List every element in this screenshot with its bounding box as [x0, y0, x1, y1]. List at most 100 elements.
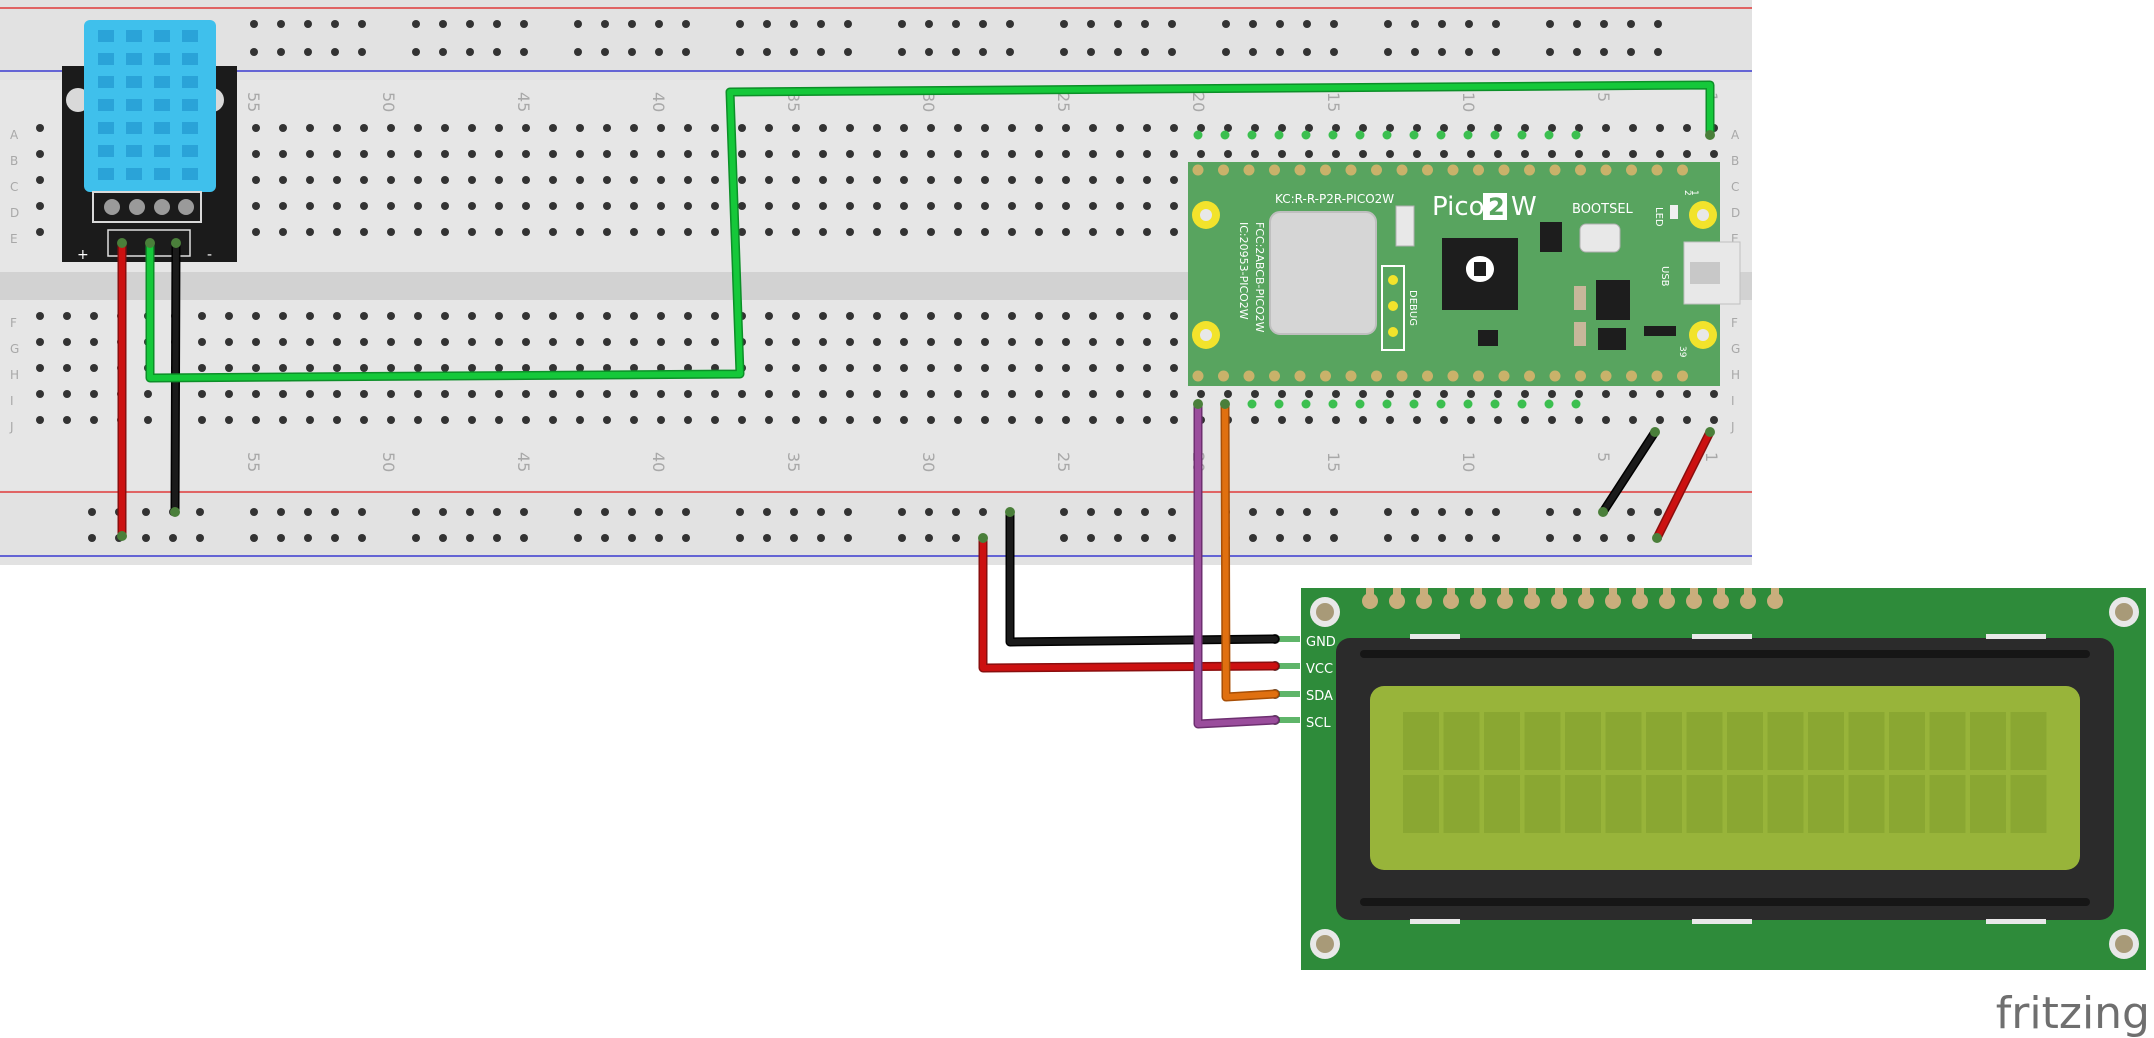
breadboard-hole: [495, 364, 503, 372]
breadboard-hole: [738, 390, 746, 398]
lcd-16x2-module[interactable]: GND VCC SDA SCL: [1270, 588, 2146, 970]
breadboard-hole: [1089, 176, 1097, 184]
breadboard-hole: [576, 228, 584, 236]
wire-rail-gnd[interactable]: [1600, 429, 1658, 515]
lcd-header-pin: [1389, 593, 1405, 609]
breadboard-hole: [657, 364, 665, 372]
breadboard-hole: [603, 416, 611, 424]
rail-hole: [1573, 534, 1581, 542]
breadboard-hole: [1656, 390, 1664, 398]
col-num-35-top: 35: [784, 92, 803, 112]
connected-hole: [1274, 130, 1284, 140]
wire-lcd-scl[interactable]: [1195, 401, 1278, 727]
breadboard-hole: [1035, 176, 1043, 184]
wire-lcd-vcc[interactable]: [980, 535, 1278, 671]
connected-hole: [1490, 399, 1500, 409]
lcd-character-cells: [1403, 712, 2047, 833]
pico-crystal: [1395, 205, 1415, 247]
rail-hole: [520, 20, 528, 28]
debug-pin-3: [1388, 327, 1398, 337]
breadboard-hole: [684, 202, 692, 210]
col-num-45-top: 45: [514, 92, 533, 112]
rail-hole: [1060, 534, 1068, 542]
pico-pad: [1600, 370, 1612, 382]
breadboard-hole: [1008, 202, 1016, 210]
breadboard-hole: [36, 416, 44, 424]
rail-hole: [655, 48, 663, 56]
wire-lcd-sda[interactable]: [1222, 401, 1278, 700]
breadboard-hole: [522, 312, 530, 320]
breadboard-hole: [441, 176, 449, 184]
breadboard-hole: [1089, 364, 1097, 372]
breadboard-hole: [360, 150, 368, 158]
breadboard-hole: [846, 202, 854, 210]
breadboard-hole: [1170, 416, 1178, 424]
lcd-header-pin: [1659, 593, 1675, 609]
breadboard-hole: [765, 124, 773, 132]
breadboard-hole: [1143, 390, 1151, 398]
breadboard-hole: [927, 228, 935, 236]
breadboard-hole: [738, 416, 746, 424]
breadboard-hole: [549, 390, 557, 398]
breadboard-hole: [1116, 202, 1124, 210]
wire-dht-data[interactable]: [147, 82, 1713, 381]
rail-hole: [628, 508, 636, 516]
rail-hole: [304, 20, 312, 28]
breadboard-hole: [1089, 338, 1097, 346]
dht-vent-slot: [98, 122, 114, 134]
breadboard-hole: [549, 124, 557, 132]
rail-hole: [196, 534, 204, 542]
breadboard-hole: [819, 228, 827, 236]
breadboard-hole: [846, 150, 854, 158]
rail-hole: [169, 534, 177, 542]
breadboard-hole: [576, 124, 584, 132]
wire-lcd-gnd[interactable]: [1007, 509, 1278, 645]
breadboard-hole: [1602, 150, 1610, 158]
pico-pad: [1345, 164, 1357, 176]
breadboard-hole: [1683, 416, 1691, 424]
rail-hole: [763, 20, 771, 28]
breadboard-hole: [441, 202, 449, 210]
rail-hole: [736, 508, 744, 516]
bootsel-button[interactable]: [1579, 223, 1621, 253]
raspberry-pi-pico-2w[interactable]: KC:R-R-P2R-PICO2W FCC:2ABCB-PICO2W IC:20…: [1188, 162, 1741, 386]
breadboard-hole: [657, 176, 665, 184]
breadboard-hole: [576, 338, 584, 346]
pico-model-number-box: [1483, 193, 1507, 220]
connected-hole: [1328, 399, 1338, 409]
breadboard-hole: [90, 416, 98, 424]
rail-hole: [88, 534, 96, 542]
breadboard-hole: [1494, 124, 1502, 132]
breadboard-hole: [1548, 124, 1556, 132]
breadboard-hole: [819, 150, 827, 158]
rail-hole: [1627, 534, 1635, 542]
breadboard-hole: [468, 416, 476, 424]
lcd-char-cell: [1605, 775, 1642, 833]
rail-hole: [358, 534, 366, 542]
rail-hole: [655, 508, 663, 516]
breadboard-hole: [36, 390, 44, 398]
breadboard-hole: [495, 176, 503, 184]
breadboard-hole: [684, 416, 692, 424]
rail-hole: [682, 508, 690, 516]
breadboard-hole: [765, 390, 773, 398]
breadboard-hole: [225, 390, 233, 398]
lcd-mount-hole-tl-inner: [1316, 603, 1334, 621]
col-num-45-bottom: 45: [514, 452, 533, 472]
lcd-header-pin-stub: [1609, 588, 1617, 596]
breadboard-hole: [1089, 124, 1097, 132]
breadboard-hole: [900, 390, 908, 398]
breadboard-hole: [711, 312, 719, 320]
dht-vent-slot: [154, 145, 170, 157]
rail-hole: [439, 20, 447, 28]
rail-hole: [520, 534, 528, 542]
wire-end-cap: [1598, 507, 1608, 517]
row-letter-c-left: C: [10, 180, 18, 194]
breadboard-hole: [63, 338, 71, 346]
wire-rail-vcc[interactable]: [1654, 429, 1713, 541]
breadboard-hole: [360, 390, 368, 398]
dht11-sensor[interactable]: + -: [62, 20, 237, 263]
rail-hole: [439, 508, 447, 516]
breadboard-hole: [252, 390, 260, 398]
breadboard-hole: [819, 312, 827, 320]
